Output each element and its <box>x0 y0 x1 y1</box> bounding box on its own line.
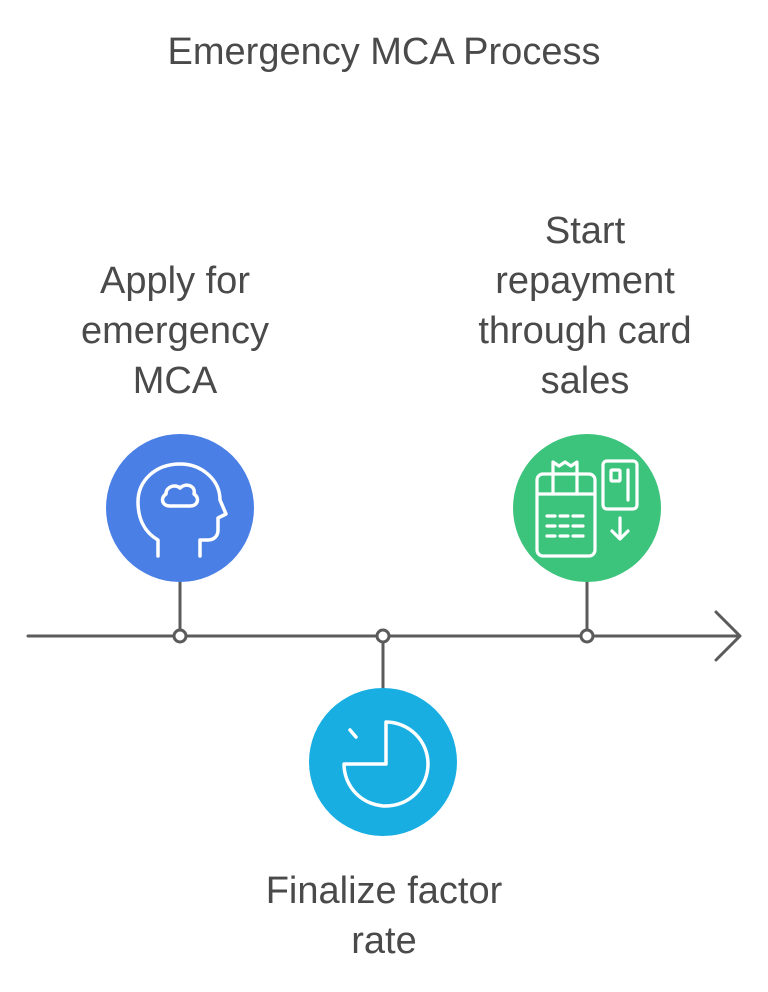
step-1-label: Apply for emergency MCA <box>81 260 269 402</box>
step-1-marker <box>172 628 188 644</box>
step-2-circle <box>309 688 457 836</box>
card-terminal-icon <box>535 459 639 558</box>
step-3-marker <box>579 628 595 644</box>
diagram-title: Emergency MCA Process <box>167 31 601 73</box>
step-2-marker <box>375 628 391 644</box>
timeline-arrowhead <box>714 610 742 662</box>
pie-clock-icon <box>342 720 430 808</box>
step-3-label: Start repayment through card sales <box>478 210 692 402</box>
head-thought-icon <box>136 462 228 558</box>
step-2-label: Finalize factor rate <box>265 870 503 962</box>
step-1-circle <box>106 434 254 582</box>
timeline-markers <box>172 628 595 644</box>
step-1-node <box>106 434 254 582</box>
step-2-node <box>309 688 457 836</box>
step-3-node <box>513 434 661 582</box>
step-3-circle <box>513 434 661 582</box>
